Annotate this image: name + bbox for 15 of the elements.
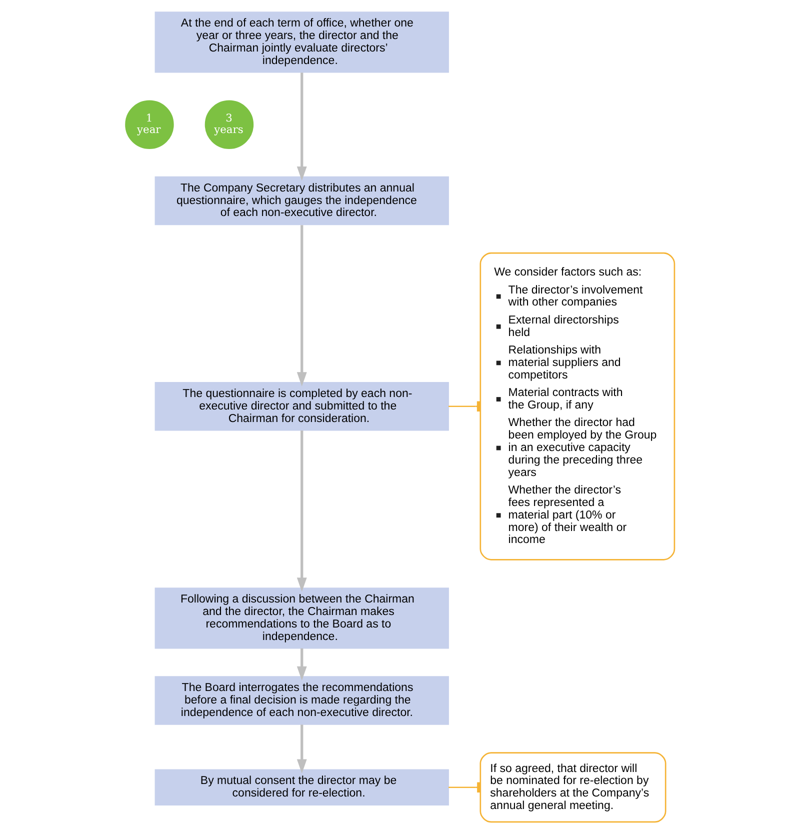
node-box: The Board interrogates the recommendations before a final decision is made regarding the independence of each non-executive director. — [154, 676, 449, 725]
node-box: Following a discussion between the Chairman and the director, the Chairman makes recommendations to the Board as to independence. — [154, 588, 449, 649]
arrow — [296, 225, 307, 386]
node-box: The questionnaire is completed by each non-executive director and submitted to the Chairman for consideration. — [154, 382, 449, 431]
node-box: At the end of each term of office, whether one year or three years, the director and the Chairman jointly evaluate directors’ independence. — [154, 12, 449, 73]
node-box: By mutual consent the director may be considered for re-election. — [154, 769, 449, 806]
node-box: The Company Secretary distributes an annual questionnaire, which gauges the independence of each non-executive director. — [154, 176, 449, 226]
node-box: If so agreed, that director will be nominated for re-election by shareholders at the Company’s annual general meeting. — [480, 752, 666, 823]
arrow — [296, 724, 307, 774]
node-circle: 3 years — [204, 100, 254, 149]
node-circle: 1 year — [125, 100, 174, 149]
node-box: We consider factors such as: The director’s involvement with other companies External directorships held Relationships with material suppliers and competitors Material contracts with the Group, if any Whether the director had been employed by the Group in an executive capacity during the preceding three years Whether the director’s fees represented a material part (10% or more) of their wealth or income — [480, 252, 676, 560]
arrow — [296, 72, 307, 181]
arrow — [296, 648, 307, 681]
arrow — [296, 430, 307, 592]
